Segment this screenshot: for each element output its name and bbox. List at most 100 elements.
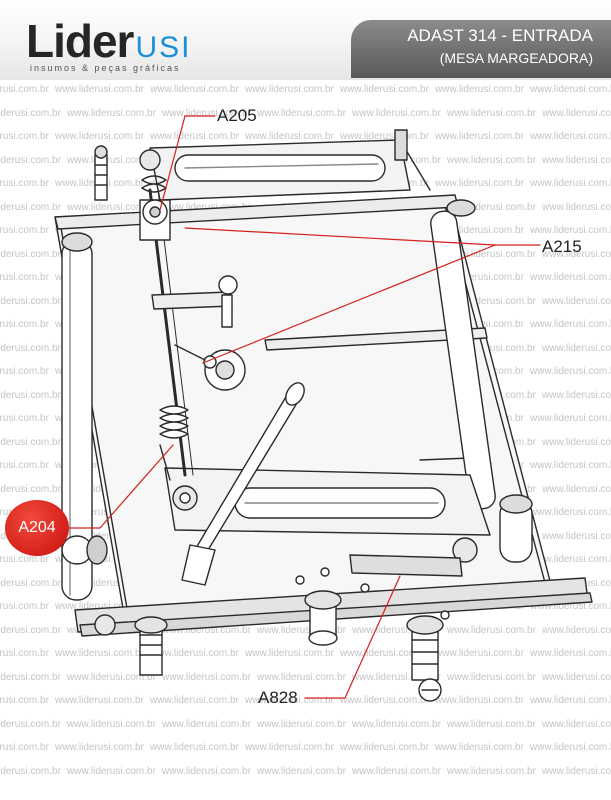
parts-drawing — [54, 115, 593, 702]
callout-a215[interactable]: A215 — [542, 237, 582, 256]
title-panel — [351, 20, 611, 78]
fasteners — [94, 145, 450, 702]
watermark-text: www.liderusi.com.br — [0, 413, 49, 424]
watermark-text: www.liderusi.com.br — [352, 624, 441, 636]
watermark-text: www.liderusi.com.br — [352, 718, 441, 730]
watermark-text: www.liderusi.com.br — [530, 225, 611, 236]
watermark-text: www.liderusi.com.br — [542, 107, 611, 119]
watermark-text: www.liderusi.com.br — [352, 765, 441, 777]
watermark-text: www.liderusi.com.br — [55, 648, 144, 659]
watermark-text: www.liderusi.com.br — [542, 295, 611, 307]
watermark-text: www.liderusi.com.br — [257, 718, 346, 730]
watermark-text: www.liderusi.com.br — [55, 84, 144, 95]
watermark-text: www.liderusi.com.br — [530, 131, 611, 142]
watermark-text: www.liderusi.com.br — [435, 178, 524, 189]
watermark-text: www.liderusi.com.br — [352, 107, 441, 119]
watermark-text: www.liderusi.com.br — [0, 648, 49, 659]
watermark-text: www.liderusi.com.br — [447, 154, 536, 166]
watermark-text: www.liderusi.com.br — [447, 201, 536, 213]
watermark-text: www.liderusi.com.br — [150, 84, 239, 95]
watermark-text: www.liderusi.com.br — [162, 671, 251, 683]
watermark-text: www.liderusi.com.br — [542, 248, 611, 260]
watermark-text: www.liderusi.com.br — [0, 695, 49, 706]
logo-suffix: USI — [135, 31, 192, 64]
watermark-text: www.liderusi.com.br — [67, 107, 156, 119]
watermark-text: www.liderusi.com.br — [162, 624, 251, 636]
watermark-text: www.liderusi.com.br — [257, 671, 346, 683]
watermark-text: www.liderusi.com.br — [0, 84, 49, 95]
watermark-text: www.liderusi.com.br — [257, 624, 346, 636]
callout-a828[interactable]: A828 — [258, 688, 298, 707]
callout-a204-badge[interactable]: A204 — [5, 500, 69, 556]
watermark-text: www.liderusi.com.br — [542, 154, 611, 166]
watermark-text: www.liderusi.com.br — [542, 624, 611, 636]
watermark-text: www.liderusi.com.br — [162, 201, 251, 213]
watermark-text: www.liderusi.com.br — [0, 107, 61, 119]
lever-handle — [181, 382, 305, 586]
watermark-text: www.liderusi.com.br — [245, 648, 334, 659]
watermark-text: www.liderusi.com.br — [0, 201, 61, 213]
watermark-text: www.liderusi.com.br — [447, 765, 536, 777]
callout-a204: A204 — [18, 519, 56, 536]
watermark-text: www.liderusi.com.br — [542, 718, 611, 730]
watermark-text: www.liderusi.com.br — [162, 718, 251, 730]
watermark-text: www.liderusi.com.br — [245, 131, 334, 142]
logo-tagline: insumos & peças gráficas — [30, 63, 181, 73]
watermark-text: www.liderusi.com.br — [530, 84, 611, 95]
watermark-text: www.liderusi.com.br — [447, 624, 536, 636]
watermark-text: www.liderusi.com.br — [0, 765, 61, 777]
watermark-text: www.liderusi.com.br — [447, 295, 536, 307]
watermark-text: www.liderusi.com.br — [67, 201, 156, 213]
watermark-text: www.liderusi.com.br — [0, 483, 61, 495]
callout-a205[interactable]: A205 — [217, 106, 257, 125]
watermark-text: www.liderusi.com.br — [340, 84, 429, 95]
watermark-text: www.liderusi.com.br — [0, 178, 49, 189]
watermark-text: www.liderusi.com.br — [542, 201, 611, 213]
leader-a828-diagonal — [344, 575, 401, 699]
watermark-text: www.liderusi.com.br — [435, 742, 524, 753]
watermark-text: www.liderusi.com.br — [340, 695, 429, 706]
watermark-text: www.liderusi.com.br — [435, 648, 524, 659]
watermark-text: www.liderusi.com.br — [162, 765, 251, 777]
page-header: LiderUSI insumos & peças gráficas ADAST … — [0, 0, 611, 80]
watermark-text: www.liderusi.com.br — [352, 671, 441, 683]
watermark-text: www.liderusi.com.br — [0, 718, 61, 730]
watermark-text: www.liderusi.com.br — [0, 554, 49, 565]
watermark-text: www.liderusi.com.br — [245, 742, 334, 753]
watermark-text: www.liderusi.com.br — [435, 272, 524, 283]
watermark-text: www.liderusi.com.br — [150, 648, 239, 659]
watermark-text: www.liderusi.com.br — [447, 248, 536, 260]
watermark-text: www.liderusi.com.br — [340, 742, 429, 753]
watermark-text: www.liderusi.com.br — [435, 695, 524, 706]
watermark-text: www.liderusi.com.br — [530, 742, 611, 753]
watermark-text: www.liderusi.com.br — [530, 272, 611, 283]
watermark-text: www.liderusi.com.br — [55, 601, 144, 612]
watermark-text: www.liderusi.com.br — [0, 577, 61, 589]
watermark-text: www.liderusi.com.br — [67, 154, 156, 166]
page-subtitle: (MESA MARGEADORA) — [439, 50, 593, 66]
watermark-text: www.liderusi.com.br — [542, 436, 611, 448]
central-shaft — [139, 175, 246, 481]
page-title: ADAST 314 - ENTRADA — [407, 26, 593, 45]
leader-a215-lower — [202, 244, 496, 364]
watermark-text: www.liderusi.com.br — [0, 154, 61, 166]
watermark-text: www.liderusi.com.br — [530, 366, 611, 377]
watermark-text: www.liderusi.com.br — [257, 765, 346, 777]
watermark-text: www.liderusi.com.br — [0, 319, 49, 330]
watermark-text: www.liderusi.com.br — [245, 695, 334, 706]
watermark-text: www.liderusi.com.br — [150, 742, 239, 753]
watermark-text: www.liderusi.com.br — [67, 577, 156, 589]
watermark-text: www.liderusi.com.br — [150, 695, 239, 706]
watermark-text: www.liderusi.com.br — [0, 131, 49, 142]
watermark-text: www.liderusi.com.br — [0, 342, 61, 354]
logo-wordmark: Lider — [26, 15, 134, 67]
callout-leaders — [67, 115, 541, 699]
watermark-text: www.liderusi.com.br — [530, 460, 611, 471]
leader-a204-diagonal — [99, 444, 174, 529]
watermark-text: www.liderusi.com.br — [530, 648, 611, 659]
upper-bracket — [139, 129, 431, 201]
watermark-text: www.liderusi.com.br — [542, 530, 611, 542]
watermark-text: www.liderusi.com.br — [0, 624, 61, 636]
watermark-text: www.liderusi.com.br — [0, 248, 61, 260]
watermark-text: www.liderusi.com.br — [530, 554, 611, 565]
